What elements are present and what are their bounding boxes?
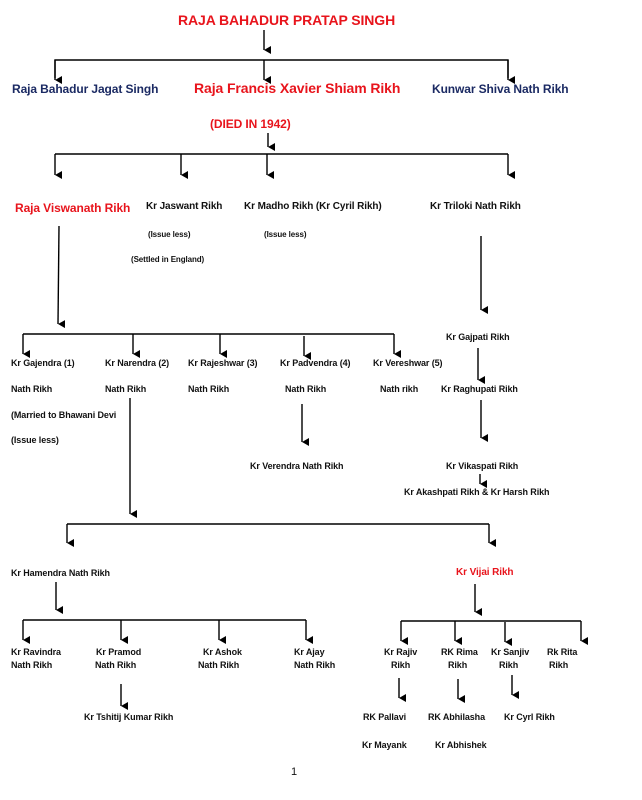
arrow-viswanath-down bbox=[57, 225, 66, 329]
gen2-viswanath: Raja Viswanath Rikh bbox=[15, 201, 131, 215]
gen5-rima-line1: RK Rima bbox=[441, 647, 478, 657]
gen5-rajiv-line2: Rikh bbox=[391, 660, 411, 670]
gen3-padvendra-line1: Kr Padvendra (4) bbox=[280, 358, 351, 368]
gen4-vijai: Kr Vijai Rikh bbox=[456, 567, 514, 578]
gen6-mayank: Kr Mayank bbox=[362, 740, 407, 750]
gen3-narendra-line1: Kr Narendra (2) bbox=[105, 358, 170, 368]
gen6-pallavi: RK Pallavi bbox=[363, 712, 407, 722]
gen3-vereshwar-line1: Kr Vereshwar (5) bbox=[373, 358, 443, 368]
gen2-triloki: Kr Triloki Nath Rikh bbox=[430, 201, 521, 212]
triloki-akashpati-harsh: Kr Akashpati Rikh & Kr Harsh Rikh bbox=[404, 487, 550, 497]
gen5-pramod-line2: Nath Rikh bbox=[95, 660, 137, 670]
gen4-hamendra: Kr Hamendra Nath Rikh bbox=[11, 568, 110, 578]
gen5-sanjiv-line2: Rikh bbox=[499, 660, 519, 670]
gen2-madho-note1: (Issue less) bbox=[264, 230, 307, 239]
root-name: RAJA BAHADUR PRATAP SINGH bbox=[178, 12, 396, 28]
gen5-sanjiv-line1: Kr Sanjiv bbox=[491, 647, 530, 657]
gen3-gajendra-line2: Nath Rikh bbox=[11, 384, 53, 394]
gen5-rita-line2: Rikh bbox=[549, 660, 569, 670]
gen6-cyrl: Kr Cyrl Rikh bbox=[504, 712, 555, 722]
gen5-rita-line1: Rk Rita bbox=[547, 647, 578, 657]
gen1-shiva-nath: Kunwar Shiva Nath Rikh bbox=[432, 82, 569, 96]
gen5-ravindra-line1: Kr Ravindra bbox=[11, 647, 61, 657]
gen3-gajendra-line1: Kr Gajendra (1) bbox=[11, 358, 75, 368]
gen5-pramod-line1: Kr Pramod bbox=[96, 647, 142, 657]
page-number: 1 bbox=[291, 766, 298, 778]
gen2-jaswant-note2: (Settled in England) bbox=[131, 255, 205, 264]
triloki-gajpati: Kr Gajpati Rikh bbox=[446, 332, 510, 342]
triloki-raghupati: Kr Raghupati Rikh bbox=[441, 384, 518, 394]
gen5-ajay-line2: Nath Rikh bbox=[294, 660, 336, 670]
gen3-gajendra-note2: (Issue less) bbox=[11, 435, 59, 445]
gen3-narendra-line2: Nath Rikh bbox=[105, 384, 147, 394]
gen6-abhilasha: RK Abhilasha bbox=[428, 712, 485, 722]
gen6-abhishek: Kr Abhishek bbox=[435, 740, 487, 750]
gen1-jagat-singh: Raja Bahadur Jagat Singh bbox=[12, 82, 159, 96]
gen3-vereshwar-line2: Nath rikh bbox=[380, 384, 419, 394]
gen3-rajeshwar-line2: Nath Rikh bbox=[188, 384, 230, 394]
gen1-died-note: (DIED IN 1942) bbox=[210, 117, 291, 131]
gen4-verendra: Kr Verendra Nath Rikh bbox=[250, 461, 344, 471]
gen6-tshitij: Kr Tshitij Kumar Rikh bbox=[84, 712, 174, 722]
gen5-ashok-line1: Kr Ashok bbox=[203, 647, 242, 657]
gen3-gajendra-note1: (Married to Bhawani Devi bbox=[11, 410, 117, 420]
gen3-rajeshwar-line1: Kr Rajeshwar (3) bbox=[188, 358, 258, 368]
gen5-ajay-line1: Kr Ajay bbox=[294, 647, 325, 657]
triloki-vikaspati: Kr Vikaspati Rikh bbox=[446, 461, 519, 471]
gen2-jaswant-note1: (Issue less) bbox=[148, 230, 191, 239]
gen3-padvendra-line2: Nath Rikh bbox=[285, 384, 327, 394]
gen5-ravindra-line2: Nath Rikh bbox=[11, 660, 53, 670]
gen5-rima-line2: Rikh bbox=[448, 660, 468, 670]
gen2-madho: Kr Madho Rikh (Kr Cyril Rikh) bbox=[244, 201, 382, 212]
gen5-ashok-line2: Nath Rikh bbox=[198, 660, 240, 670]
gen1-francis-xavier: Raja Francis Xavier Shiam Rikh bbox=[194, 80, 401, 96]
gen2-jaswant: Kr Jaswant Rikh bbox=[146, 201, 223, 212]
gen5-rajiv-line1: Kr Rajiv bbox=[384, 647, 418, 657]
bracket-gen1 bbox=[54, 59, 509, 78]
